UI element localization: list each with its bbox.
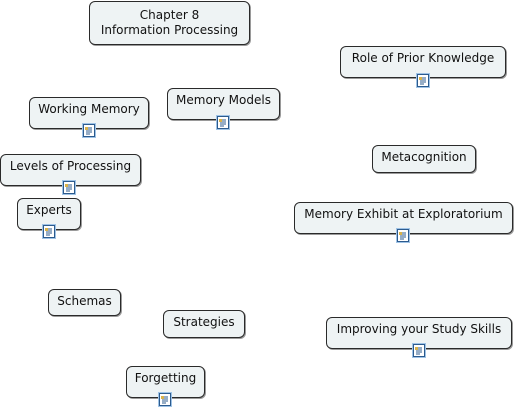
node-schemas[interactable]: Schemas [48, 289, 121, 316]
node-label: Memory Models [176, 93, 271, 107]
node-metacognition[interactable]: Metacognition [372, 145, 476, 173]
document-icon[interactable] [158, 392, 172, 407]
node-experts[interactable]: Experts [17, 198, 81, 230]
node-label: Forgetting [134, 371, 197, 385]
document-icon[interactable] [416, 73, 430, 88]
document-icon[interactable] [396, 228, 410, 243]
node-label: Strategies [173, 315, 235, 329]
node-strategies[interactable]: Strategies [163, 310, 245, 338]
chapter-title-node[interactable]: Chapter 8 Information Processing [89, 1, 250, 45]
node-label: Improving your Study Skills [336, 322, 502, 336]
node-memory-exhibit[interactable]: Memory Exhibit at Exploratorium [294, 202, 513, 234]
document-icon[interactable] [412, 343, 426, 358]
node-label: Memory Exhibit at Exploratorium [304, 207, 503, 221]
document-icon[interactable] [42, 224, 56, 239]
document-icon[interactable] [62, 180, 76, 195]
node-role-of-prior-knowledge[interactable]: Role of Prior Knowledge [340, 46, 506, 78]
chapter-title-label: Information Processing [100, 23, 239, 37]
node-improving-study-skills[interactable]: Improving your Study Skills [326, 317, 512, 349]
node-label: Experts [26, 203, 72, 217]
node-label: Levels of Processing [9, 159, 132, 173]
document-icon[interactable] [82, 123, 96, 138]
node-label: Working Memory [38, 102, 140, 116]
chapter-number-label: Chapter 8 [139, 8, 200, 22]
node-label: Metacognition [381, 150, 467, 164]
node-label: Role of Prior Knowledge [351, 51, 495, 65]
node-label: Schemas [57, 294, 112, 308]
document-icon[interactable] [216, 115, 230, 130]
node-memory-models[interactable]: Memory Models [167, 88, 280, 120]
